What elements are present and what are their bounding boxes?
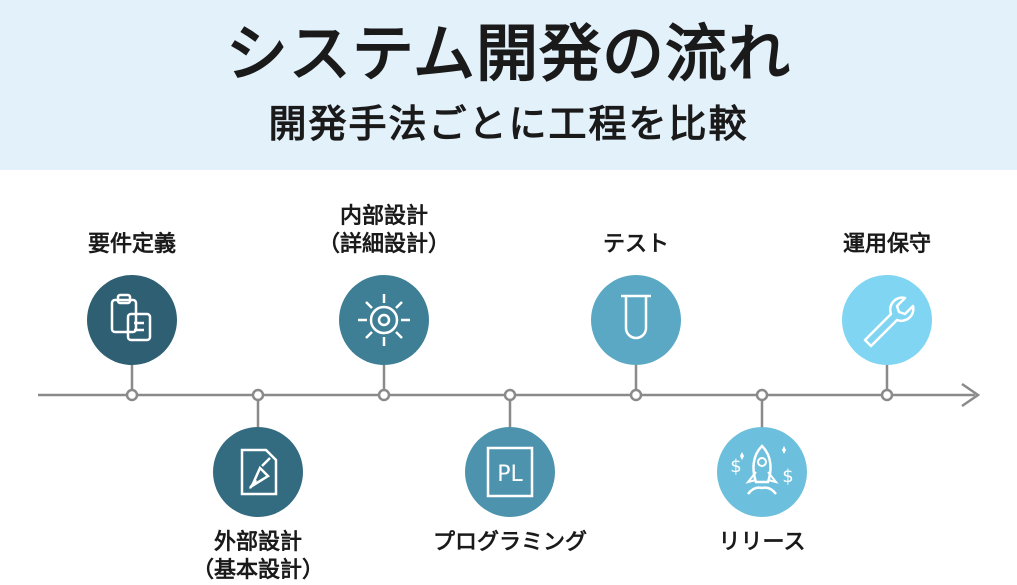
pl-text: PL <box>497 462 523 487</box>
test-tube-icon <box>621 294 651 340</box>
rocket-icon <box>740 444 786 495</box>
stage-circle <box>87 275 177 365</box>
stage-icon-badge <box>87 275 177 365</box>
stage-icon-badge <box>213 427 303 517</box>
stage-circle <box>591 275 681 365</box>
stage-circle <box>339 275 429 365</box>
stage-label: プログラミング <box>433 529 587 557</box>
stage-label: 内部設計 （詳細設計） <box>318 203 450 259</box>
stage-circle <box>842 275 932 365</box>
timeline-node <box>629 388 643 402</box>
stage-label-text: 運用保守 <box>842 232 932 257</box>
timeline-node <box>377 388 391 402</box>
stage-label: テスト <box>603 231 669 259</box>
stage-sublabel-text: （詳細設計） <box>317 232 451 257</box>
stage-label-text: 外部設計 <box>213 530 303 555</box>
timeline-node <box>125 388 139 402</box>
stage-label: 要件定義 <box>88 231 176 259</box>
stage-label: リリース <box>719 529 806 557</box>
dollar-sign: $ <box>730 456 741 477</box>
stage-label: 運用保守 <box>843 231 931 259</box>
page-title: システム開発の流れ <box>225 17 792 90</box>
timeline: PL $$ <box>0 170 1017 578</box>
stage-icon-badge <box>842 275 932 365</box>
stage-sublabel-text: （基本設計） <box>191 558 325 583</box>
timeline-arrowhead <box>961 382 981 408</box>
stage-icon-badge: $$ <box>717 427 807 517</box>
stage-label-text: 内部設計 <box>339 204 429 229</box>
timeline-graphic: PL $$ <box>38 275 981 517</box>
timeline-node <box>880 388 894 402</box>
stage-label: 外部設計 （基本設計） <box>192 529 324 585</box>
timeline-node <box>755 388 769 402</box>
stage-label-text: テスト <box>602 232 670 257</box>
gear-icon <box>358 294 410 346</box>
dollar-sign: $ <box>782 466 793 487</box>
clipboard-icon <box>110 293 152 342</box>
stage-label-text: 要件定義 <box>87 232 177 257</box>
stage-label-text: リリース <box>718 530 806 555</box>
header-banner: システム開発の流れ 開発手法ごとに工程を比較 <box>0 0 1017 170</box>
stage-label-text: プログラミング <box>432 530 588 555</box>
page-subtitle: 開発手法ごとに工程を比較 <box>268 102 749 146</box>
document-pen-icon <box>240 448 278 496</box>
timeline-node <box>251 388 265 402</box>
pl-code-icon <box>486 446 534 498</box>
stage-icon-badge <box>339 275 429 365</box>
stage-icon-badge: PL <box>465 427 555 517</box>
stage-icon-badge <box>591 275 681 365</box>
timeline-node <box>503 388 517 402</box>
wrench-icon <box>863 296 915 348</box>
